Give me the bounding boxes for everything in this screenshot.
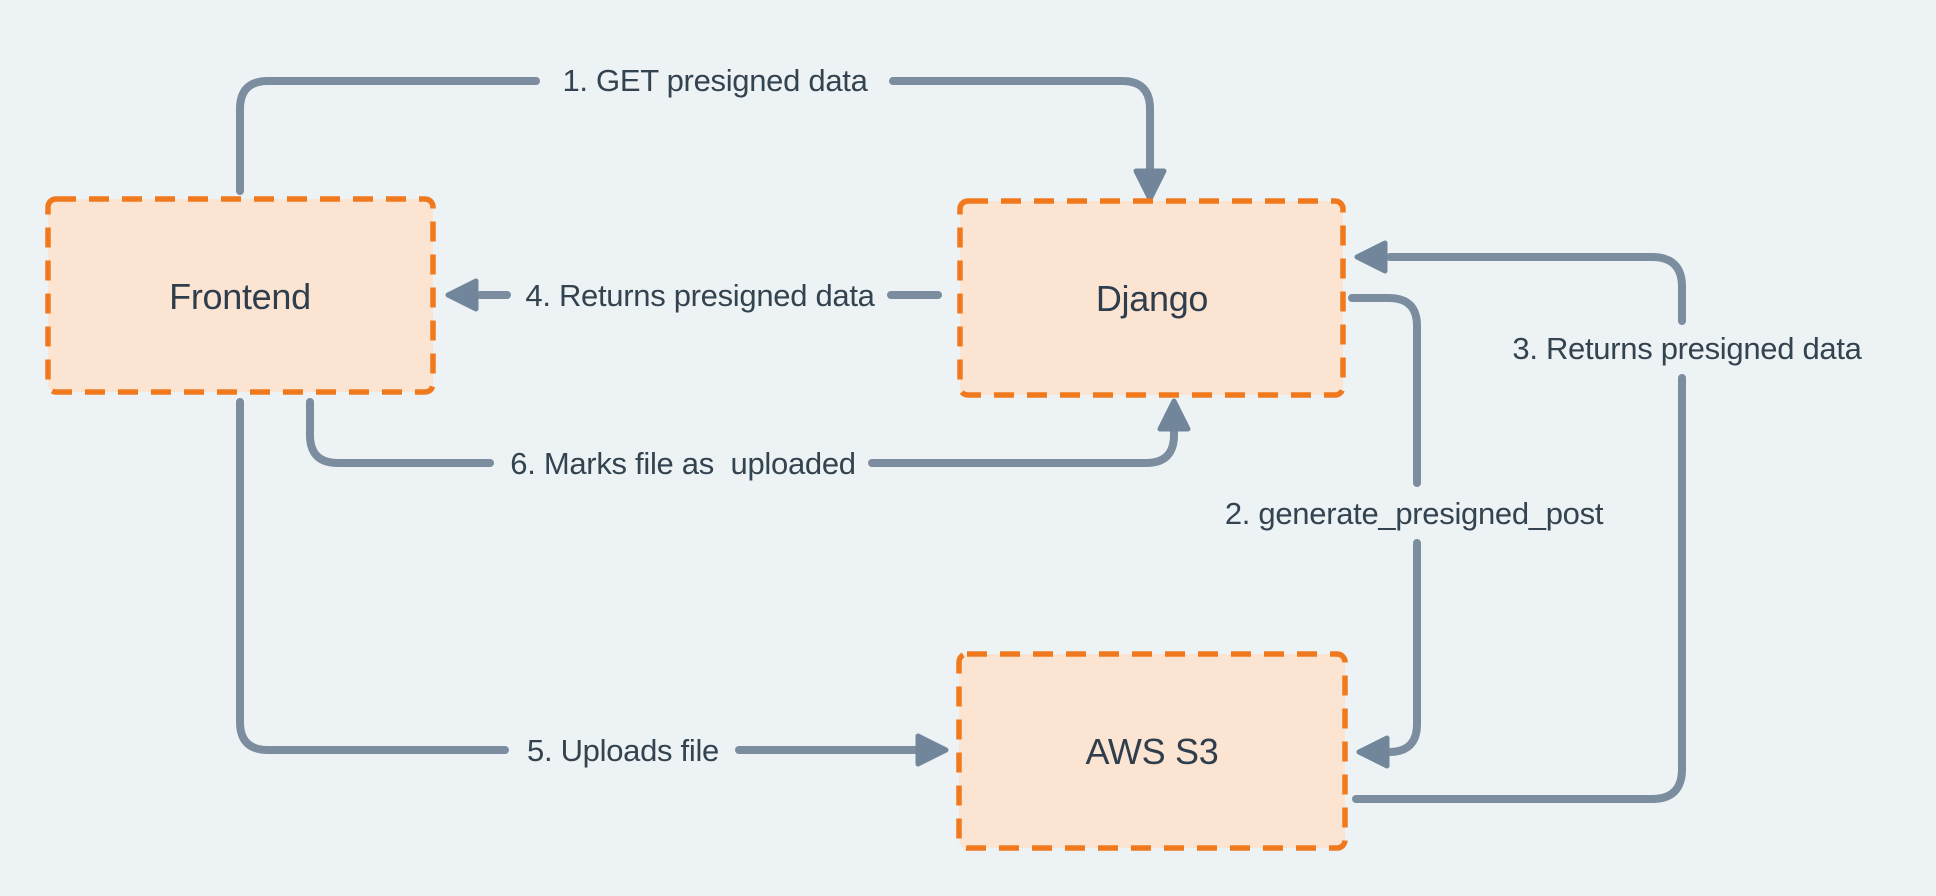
arrowhead-left-icon xyxy=(1354,240,1388,274)
edge-label-3: 3. Returns presigned data xyxy=(1512,331,1862,366)
frontend-node-label: Frontend xyxy=(169,276,311,317)
django-node-box xyxy=(957,198,1346,398)
arrow-5-uploads-file xyxy=(236,398,949,767)
edge-label-5: 5. Uploads file xyxy=(527,733,719,768)
arrowhead-up-icon xyxy=(1157,398,1191,432)
django-node-label: Django xyxy=(1095,278,1209,319)
arrowhead-left-icon xyxy=(1356,735,1390,769)
edge-label-4: 4. Returns presigned data xyxy=(525,278,875,313)
arrow-3-returns-presigned-data xyxy=(1352,240,1686,803)
edge-label-1: 1. GET presigned data xyxy=(562,63,868,98)
arrow-1-get-presigned-data xyxy=(236,77,1167,202)
arrow-4-returns-presigned-data xyxy=(445,278,942,312)
arrowhead-right-icon xyxy=(915,733,949,767)
arrow-2-generate-presigned-post xyxy=(1348,294,1421,769)
arrowhead-left-icon xyxy=(445,278,479,312)
edge-label-2: 2. generate_presigned_post xyxy=(1224,496,1604,531)
aws-s3-node-box xyxy=(956,651,1348,851)
arrow-6-marks-file-uploaded xyxy=(306,398,1191,467)
frontend-node-box xyxy=(45,196,436,395)
aws-s3-node-label: AWS S3 xyxy=(1085,731,1219,772)
arrowhead-down-icon xyxy=(1133,168,1167,202)
edge-label-6: 6. Marks file as uploaded xyxy=(510,446,856,481)
